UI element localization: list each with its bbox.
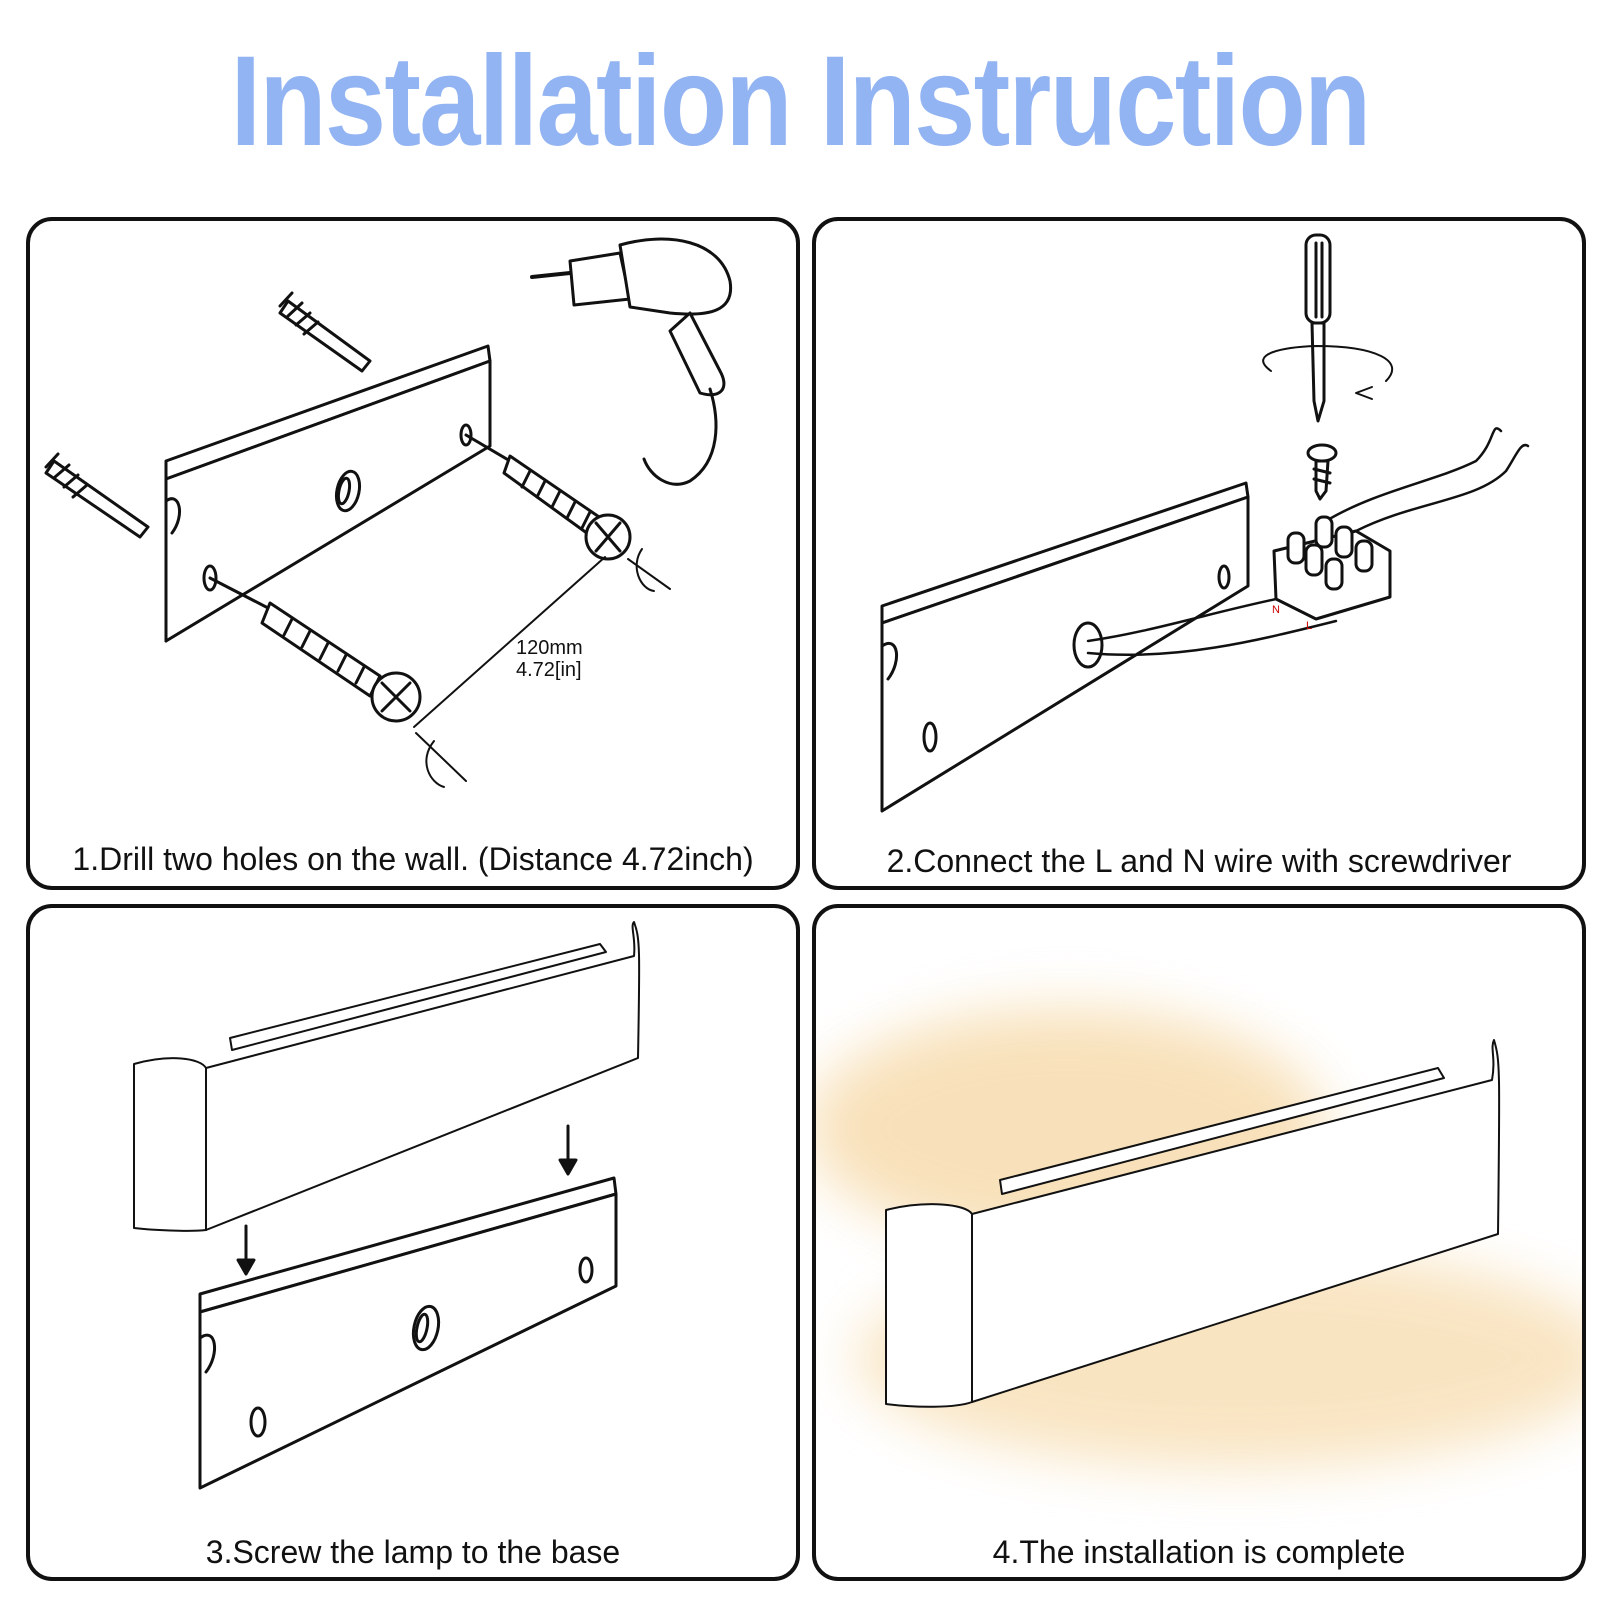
screw-icon	[1306, 443, 1338, 501]
wall-anchor-icon	[44, 452, 150, 539]
dimension-label: 120mm 4.72[in]	[516, 637, 583, 681]
step-4-caption: 4.The installation is complete	[992, 1534, 1406, 1570]
dimension-line	[413, 556, 606, 728]
rotate-arrow-icon	[415, 732, 467, 788]
step-4-illustration	[885, 1039, 1501, 1408]
step-1-panel: 120mm 4.72[in] 1.Drill two holes on the …	[26, 217, 800, 890]
mounting-plate	[198, 1176, 618, 1490]
page-title: Installation Instruction	[230, 30, 1371, 173]
step-4-panel: 4.The installation is complete	[812, 904, 1586, 1581]
wire-label-n: N	[1272, 604, 1280, 616]
wire-label-l: L	[1306, 620, 1312, 632]
step-1-caption: 1.Drill two holes on the wall. (Distance…	[72, 841, 754, 877]
screw-icon	[464, 433, 632, 561]
step-1-illustration	[44, 237, 733, 788]
down-arrow-icon	[558, 1124, 578, 1176]
terminal-block-icon	[1272, 515, 1392, 621]
screw-icon	[208, 576, 422, 723]
mounting-plate	[164, 344, 492, 643]
mounting-plate	[880, 481, 1250, 813]
step-2-caption: 2.Connect the L and N wire with screwdri…	[886, 843, 1512, 879]
step-2-illustration: N L	[880, 233, 1530, 813]
step-2-panel: N L 2.Connect the L and N wire with scre…	[812, 217, 1586, 890]
step-3-illustration	[133, 921, 641, 1490]
wall-anchor-icon	[278, 291, 372, 373]
dimension-imperial: 4.72[in]	[516, 659, 582, 681]
wire-icon	[1086, 427, 1530, 656]
dimension-metric: 120mm	[516, 637, 583, 659]
drill-icon	[530, 237, 733, 486]
step-3-panel: 3.Screw the lamp to the base	[26, 904, 800, 1581]
step-3-caption: 3.Screw the lamp to the base	[205, 1534, 621, 1570]
lamp-body	[133, 921, 641, 1232]
rotate-arrow-icon	[627, 548, 671, 592]
lamp-body	[885, 1039, 1501, 1408]
down-arrow-icon	[236, 1224, 256, 1276]
screwdriver-icon	[1262, 233, 1393, 423]
